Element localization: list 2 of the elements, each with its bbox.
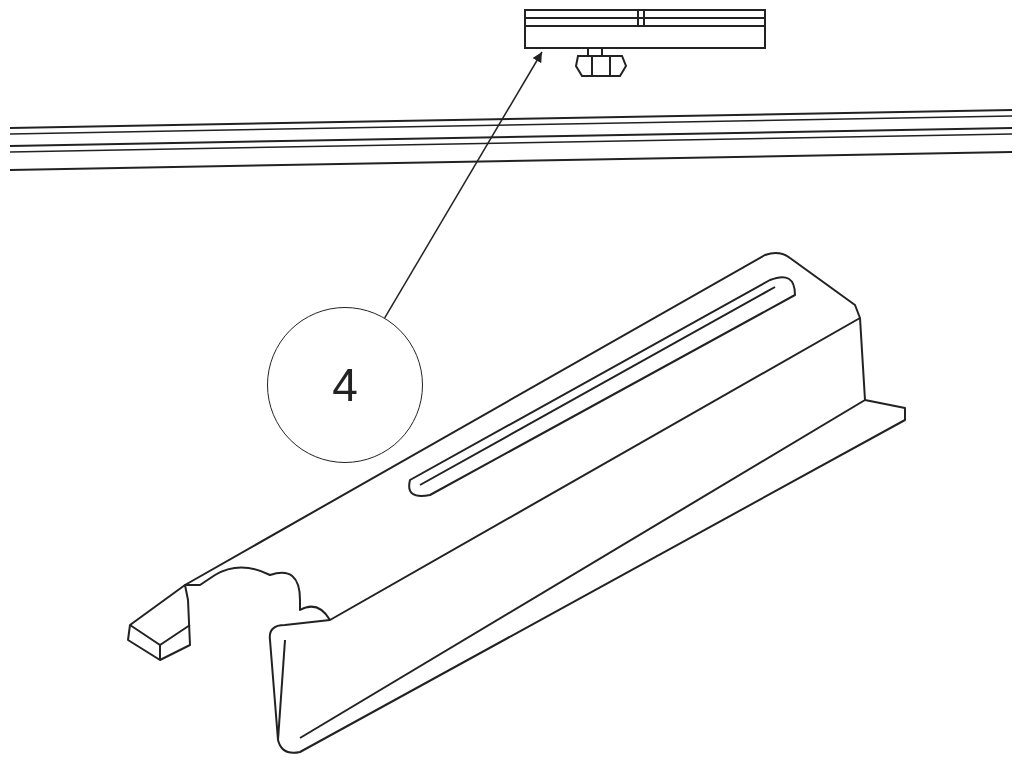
callout-number: 4 [332,358,358,412]
leader-line [383,51,543,319]
